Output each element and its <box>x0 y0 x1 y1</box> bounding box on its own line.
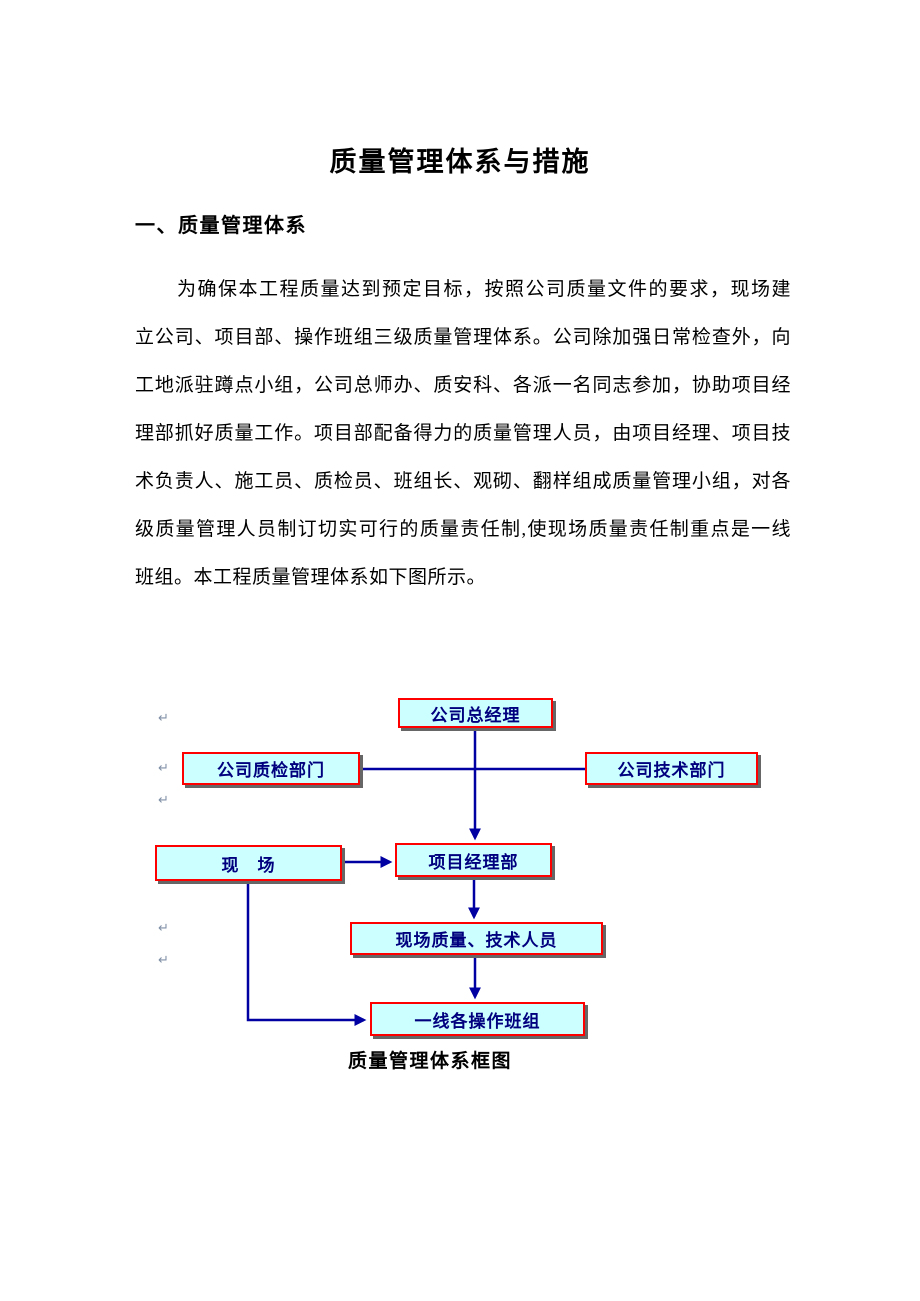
paragraph-line: 立公司、项目部、操作班组三级质量管理体系。公司除加强日常检查外，向 <box>135 327 791 348</box>
connector-lines <box>246 728 585 1026</box>
document-title: 质量管理体系与措施 <box>329 147 591 177</box>
line-break-mark-icon: ↵ <box>158 711 169 726</box>
node-tech-dept: 公司技术部门 <box>585 752 758 785</box>
node-project-dept: 项目经理部 <box>395 843 552 877</box>
paragraph-line: 工地派驻蹲点小组，公司总师办、质安科、各派一名同志参加，协助项目经 <box>135 375 791 396</box>
node-general-manager: 公司总经理 <box>398 698 553 728</box>
paragraph-line: 级质量管理人员制订切实可行的质量责任制,使现场质量责任制重点是一线 <box>135 519 791 540</box>
org-chart: 公司总经理 公司质检部门 公司技术部门 现 场 项目经理部 现场质量、技术人员 … <box>0 690 920 1110</box>
line-break-mark-icon: ↵ <box>158 793 169 808</box>
node-operation-teams: 一线各操作班组 <box>370 1002 585 1036</box>
diagram-caption: 质量管理体系框图 <box>348 1051 513 1072</box>
line-break-mark-icon: ↵ <box>158 761 169 776</box>
node-quality-dept: 公司质检部门 <box>182 752 360 785</box>
paragraph-line: 班组。本工程质量管理体系如下图所示。 <box>135 567 487 588</box>
section-heading: 一、质量管理体系 <box>135 215 307 237</box>
node-site: 现 场 <box>155 845 342 881</box>
line-break-mark-icon: ↵ <box>158 953 169 968</box>
connector-site-to-teams <box>246 881 367 1026</box>
paragraph-line: 理部抓好质量工作。项目部配备得力的质量管理人员，由项目经理、项目技 <box>135 423 791 444</box>
line-break-mark-icon: ↵ <box>158 921 169 936</box>
node-site-personnel: 现场质量、技术人员 <box>350 922 603 955</box>
body-paragraph: 为确保本工程质量达到预定目标，按照公司质量文件的要求，现场建 立公司、项目部、操… <box>135 266 791 602</box>
paragraph-line: 为确保本工程质量达到预定目标，按照公司质量文件的要求，现场建 <box>177 279 791 300</box>
paragraph-line: 术负责人、施工员、质检员、班组长、观砌、翻样组成质量管理小组，对各 <box>135 471 791 492</box>
